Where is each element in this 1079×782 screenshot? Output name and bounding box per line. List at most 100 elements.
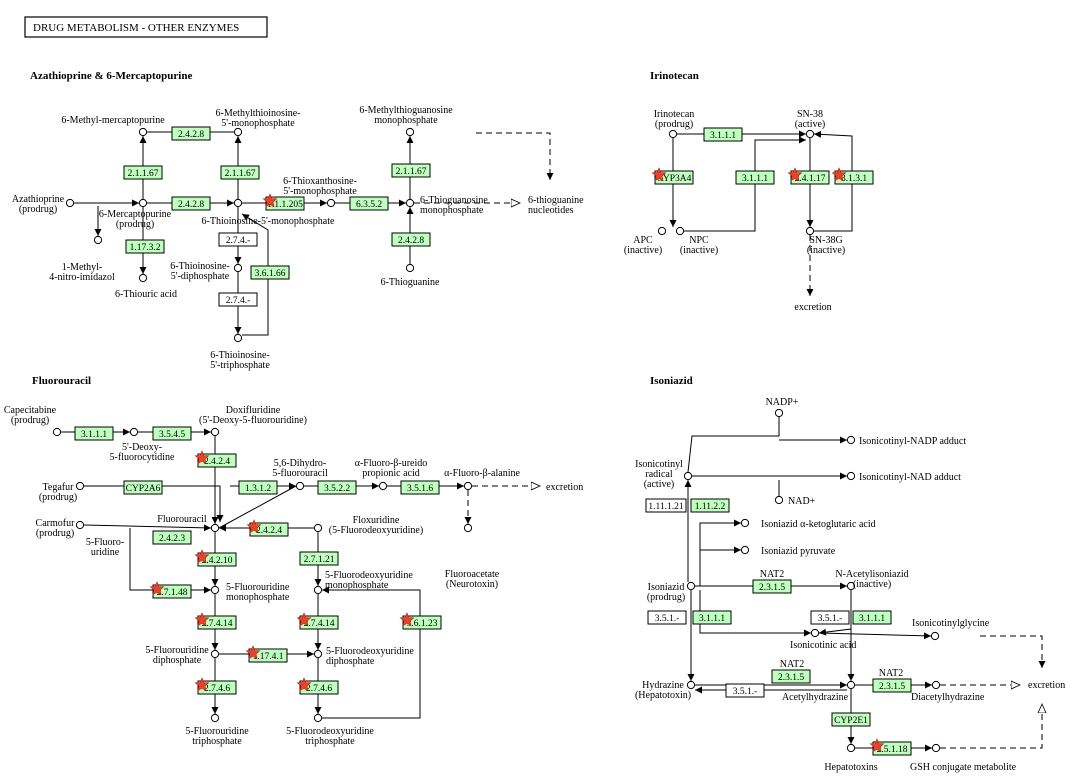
compound-node-tidp[interactable] [233,263,243,273]
enzyme-e_cyp2a6[interactable]: CYP2A6 [123,480,163,495]
enzyme-e_21167_c[interactable]: 2.1.1.67 [391,163,431,178]
enzyme-e_2315_c[interactable]: 2.3.1.5 [872,678,912,693]
enzyme-box[interactable] [218,232,258,247]
enzyme-box[interactable] [645,498,687,513]
enzyme-box[interactable] [125,239,165,254]
enzyme-e_3516[interactable]: 3.5.1.6 [400,480,440,495]
enzyme-box[interactable] [725,683,765,698]
enzyme-box[interactable] [690,498,730,513]
compound-node-tegafur[interactable] [75,481,85,491]
enzyme-box[interactable] [317,480,357,495]
compound-node-nadp[interactable] [774,408,784,418]
compound-node-mtimp[interactable] [233,127,243,137]
compound-node-fdutp[interactable] [313,713,323,723]
compound-node-titp[interactable] [233,333,243,343]
enzyme-e_351_b[interactable]: 3.5.1.- [810,610,850,625]
compound-node-inrad[interactable] [683,471,693,481]
enzyme-e_274_b[interactable]: 2.7.4.- [218,292,258,307]
enzyme-e_2746_b[interactable]: 2.7.4.6 [296,677,339,695]
enzyme-e_11122[interactable]: 1.11.2.2 [690,498,730,513]
enzyme-e_3111_a[interactable]: 3.1.1.1 [703,127,743,142]
enzyme-box[interactable] [123,165,163,180]
compound-node-hydrazine[interactable] [686,680,696,690]
enzyme-e_21167_b[interactable]: 2.1.1.67 [220,165,260,180]
enzyme-box[interactable] [248,648,288,663]
compound-node-npc[interactable] [675,226,685,236]
compound-node-fbal[interactable] [463,481,473,491]
enzyme-box[interactable] [152,584,192,599]
enzyme-e_cyp3a4[interactable]: CYP3A4 [651,167,694,185]
compound-node-dachydrazine[interactable] [931,680,941,690]
enzyme-box[interactable] [220,165,260,180]
compound-node-inacid[interactable] [810,628,820,638]
compound-node-inad[interactable] [846,471,856,481]
enzyme-e_351_c[interactable]: 3.5.1.- [725,683,765,698]
enzyme-box[interactable] [872,678,912,693]
enzyme-e_2315_b[interactable]: 2.3.1.5 [771,669,811,684]
compound-node-nad[interactable] [774,495,784,505]
enzyme-box[interactable] [152,530,192,545]
enzyme-box[interactable] [810,610,850,625]
enzyme-box[interactable] [123,480,163,495]
enzyme-box[interactable] [647,610,687,625]
enzyme-e_2315_a[interactable]: 2.3.1.5 [752,579,792,594]
enzyme-e_25118[interactable]: 2.5.1.18 [869,738,912,756]
enzyme-e_24117[interactable]: 2.4.1.17 [787,167,830,185]
enzyme-e_3522[interactable]: 3.5.2.2 [317,480,357,495]
enzyme-e_3111_d[interactable]: 3.1.1.1 [692,610,732,625]
enzyme-box[interactable] [692,610,732,625]
compound-node-fump[interactable] [210,585,220,595]
compound-node-thiouric[interactable] [138,273,148,283]
compound-node-fupa[interactable] [378,481,388,491]
enzyme-e_21167_a[interactable]: 2.1.1.67 [123,165,163,180]
compound-node-inglycine[interactable] [930,631,940,641]
enzyme-box[interactable] [391,163,431,178]
compound-node-dhfu[interactable] [295,481,305,491]
compound-node-mtgmp[interactable] [405,127,415,137]
compound-node-sn38[interactable] [805,129,815,139]
compound-node-timp[interactable] [233,198,243,208]
enzyme-e_2428_a[interactable]: 2.4.2.8 [171,126,211,141]
compound-node-carmofur[interactable] [75,520,85,530]
enzyme-e_2744_b[interactable]: 2.7.4.14 [296,612,339,630]
enzyme-box[interactable] [265,196,305,211]
compound-node-fdudp[interactable] [313,649,323,659]
enzyme-box[interactable] [299,680,339,695]
enzyme-box[interactable] [250,265,290,280]
enzyme-box[interactable] [834,170,874,185]
enzyme-e_2428_b[interactable]: 2.4.2.8 [171,196,211,211]
enzyme-e_2424_b[interactable]: 2.4.2.4 [246,519,289,537]
compound-node-acisoniazid[interactable] [846,581,856,591]
compound-node-tgmp[interactable] [405,198,415,208]
enzyme-e_36123[interactable]: 3.6.1.23 [399,612,442,630]
enzyme-e_6352[interactable]: 6.3.5.2 [349,196,389,211]
compound-node-hepatotoxins[interactable] [846,743,856,753]
enzyme-box[interactable] [852,610,892,625]
compound-node-achydrazine[interactable] [846,680,856,690]
compound-node-txmp[interactable] [326,198,336,208]
enzyme-e_3111_b[interactable]: 3.1.1.1 [735,170,775,185]
compound-node-iakg[interactable] [740,518,750,528]
enzyme-box[interactable] [152,426,192,441]
enzyme-box[interactable] [197,680,237,695]
enzyme-e_2424_a[interactable]: 2.4.2.4 [194,450,237,468]
enzyme-box[interactable] [171,126,211,141]
compound-node-mercaptopurine[interactable] [138,198,148,208]
compound-node-futp[interactable] [210,713,220,723]
compound-node-dfcyt[interactable] [129,427,139,437]
enzyme-e_111121[interactable]: 1.11.1.21 [645,498,687,513]
compound-node-floxuridine[interactable] [313,523,323,533]
compound-node-azathioprine[interactable] [65,198,75,208]
enzyme-box[interactable] [197,615,237,630]
enzyme-e_36166[interactable]: 3.6.1.66 [250,265,290,280]
compound-node-thioguanine[interactable] [405,263,415,273]
enzyme-e_2714_8[interactable]: 2.7.1.48 [149,581,192,599]
enzyme-e_3545[interactable]: 3.5.4.5 [152,426,192,441]
enzyme-box[interactable] [391,232,431,247]
enzyme-e_3131[interactable]: 3.1.3.1 [831,167,874,185]
enzyme-box[interactable] [238,480,278,495]
compound-node-fudp[interactable] [210,649,220,659]
enzyme-e_2428_c[interactable]: 2.4.2.8 [391,232,431,247]
compound-node-fluorouracil[interactable] [210,523,220,533]
enzyme-box[interactable] [703,127,743,142]
